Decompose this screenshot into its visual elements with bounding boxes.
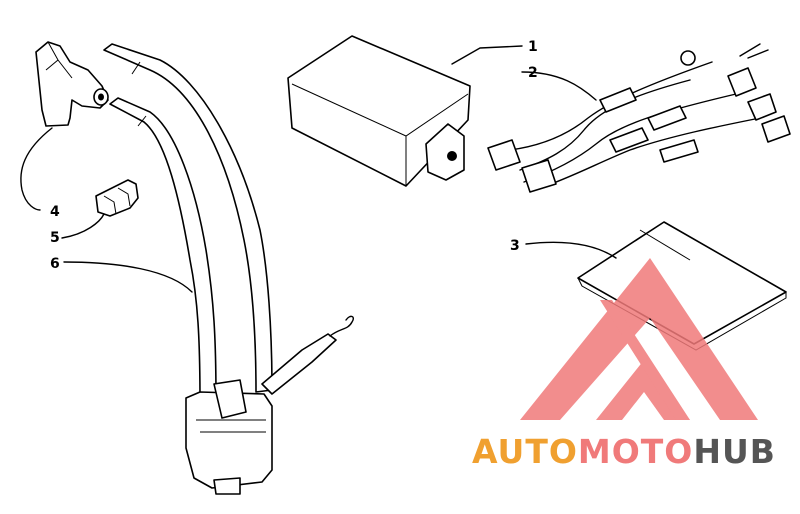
leader-3 xyxy=(525,241,617,259)
callout-5: 5 xyxy=(50,230,60,246)
callout-2: 2 xyxy=(528,65,538,81)
callout-4: 4 xyxy=(50,204,60,220)
watermark-triangle-outer xyxy=(520,258,758,420)
ignition-coil-assembly xyxy=(103,43,355,495)
watermark-logo xyxy=(520,258,758,420)
watermark-stripe xyxy=(600,300,690,420)
watermark-text: AUTOMOTOHUB xyxy=(472,432,776,471)
watermark-text-hub: HUB xyxy=(693,432,776,471)
wiring-harness xyxy=(487,43,791,193)
svg-text:AUTOMOTOHUB: AUTOMOTOHUB xyxy=(472,432,776,471)
callout-6: 6 xyxy=(50,256,60,272)
cdi-module xyxy=(287,35,471,187)
leader-6 xyxy=(63,261,193,293)
leader-1 xyxy=(451,45,523,65)
callout-1: 1 xyxy=(528,39,538,55)
leader-2 xyxy=(521,71,597,101)
spark-plug-clip xyxy=(95,179,139,217)
watermark-text-auto: AUTO xyxy=(472,432,578,471)
watermark-text-moto: MOTO xyxy=(578,432,693,471)
leader-5 xyxy=(61,213,105,239)
leader-4 xyxy=(20,127,53,211)
callout-3: 3 xyxy=(510,238,520,254)
spark-plug-boot xyxy=(35,41,109,127)
